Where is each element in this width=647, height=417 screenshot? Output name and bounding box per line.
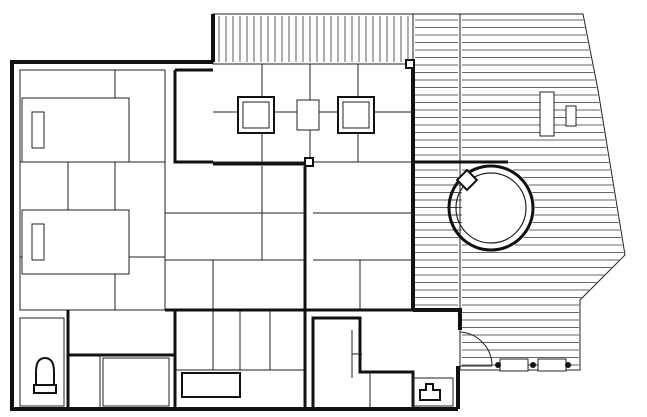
floor-cushion [337,96,375,134]
veranda-boards [218,16,409,62]
washroom [66,310,177,409]
toilet-room [19,317,65,407]
bed-pillow [31,223,45,261]
north-veranda [212,13,414,65]
bed-pillow [31,111,45,149]
floor-cushion [237,96,275,134]
lounge-north [173,59,415,167]
deck-bench [495,358,572,372]
outer-walls [10,14,462,411]
bedroom-west [20,70,165,310]
deck-lounger [539,91,555,137]
deck-boards [447,19,624,366]
corridor-tatami [175,310,307,409]
deck-door-swing [459,331,493,367]
strip-boards [415,19,458,306]
toilet [35,356,55,386]
sink [419,383,441,401]
outdoor-deck [447,13,626,372]
wash-basin [181,372,241,398]
low-table [296,99,320,131]
living-center [165,162,413,312]
closet-east [311,316,454,409]
round-hot-tub [447,164,535,252]
deck-lounger-pillow [565,105,577,127]
